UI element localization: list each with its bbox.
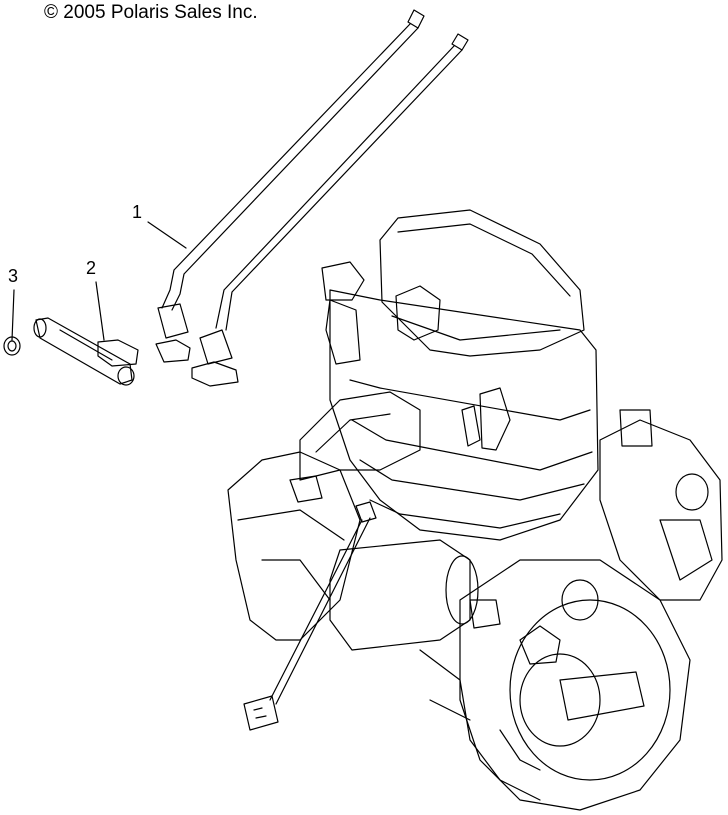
part-1-injector-harness — [156, 10, 468, 386]
engine-assembly — [228, 210, 722, 810]
part-3-cap — [4, 337, 20, 355]
callout-label-1: 1 — [132, 202, 143, 222]
copyright-text: © 2005 Polaris Sales Inc. — [44, 2, 258, 23]
callout-label-3: 3 — [8, 266, 19, 286]
part-2-fuel-rail — [34, 318, 138, 385]
callout-label-2: 2 — [86, 258, 97, 278]
leader-lines — [12, 222, 186, 340]
sensor-lead — [244, 502, 376, 730]
